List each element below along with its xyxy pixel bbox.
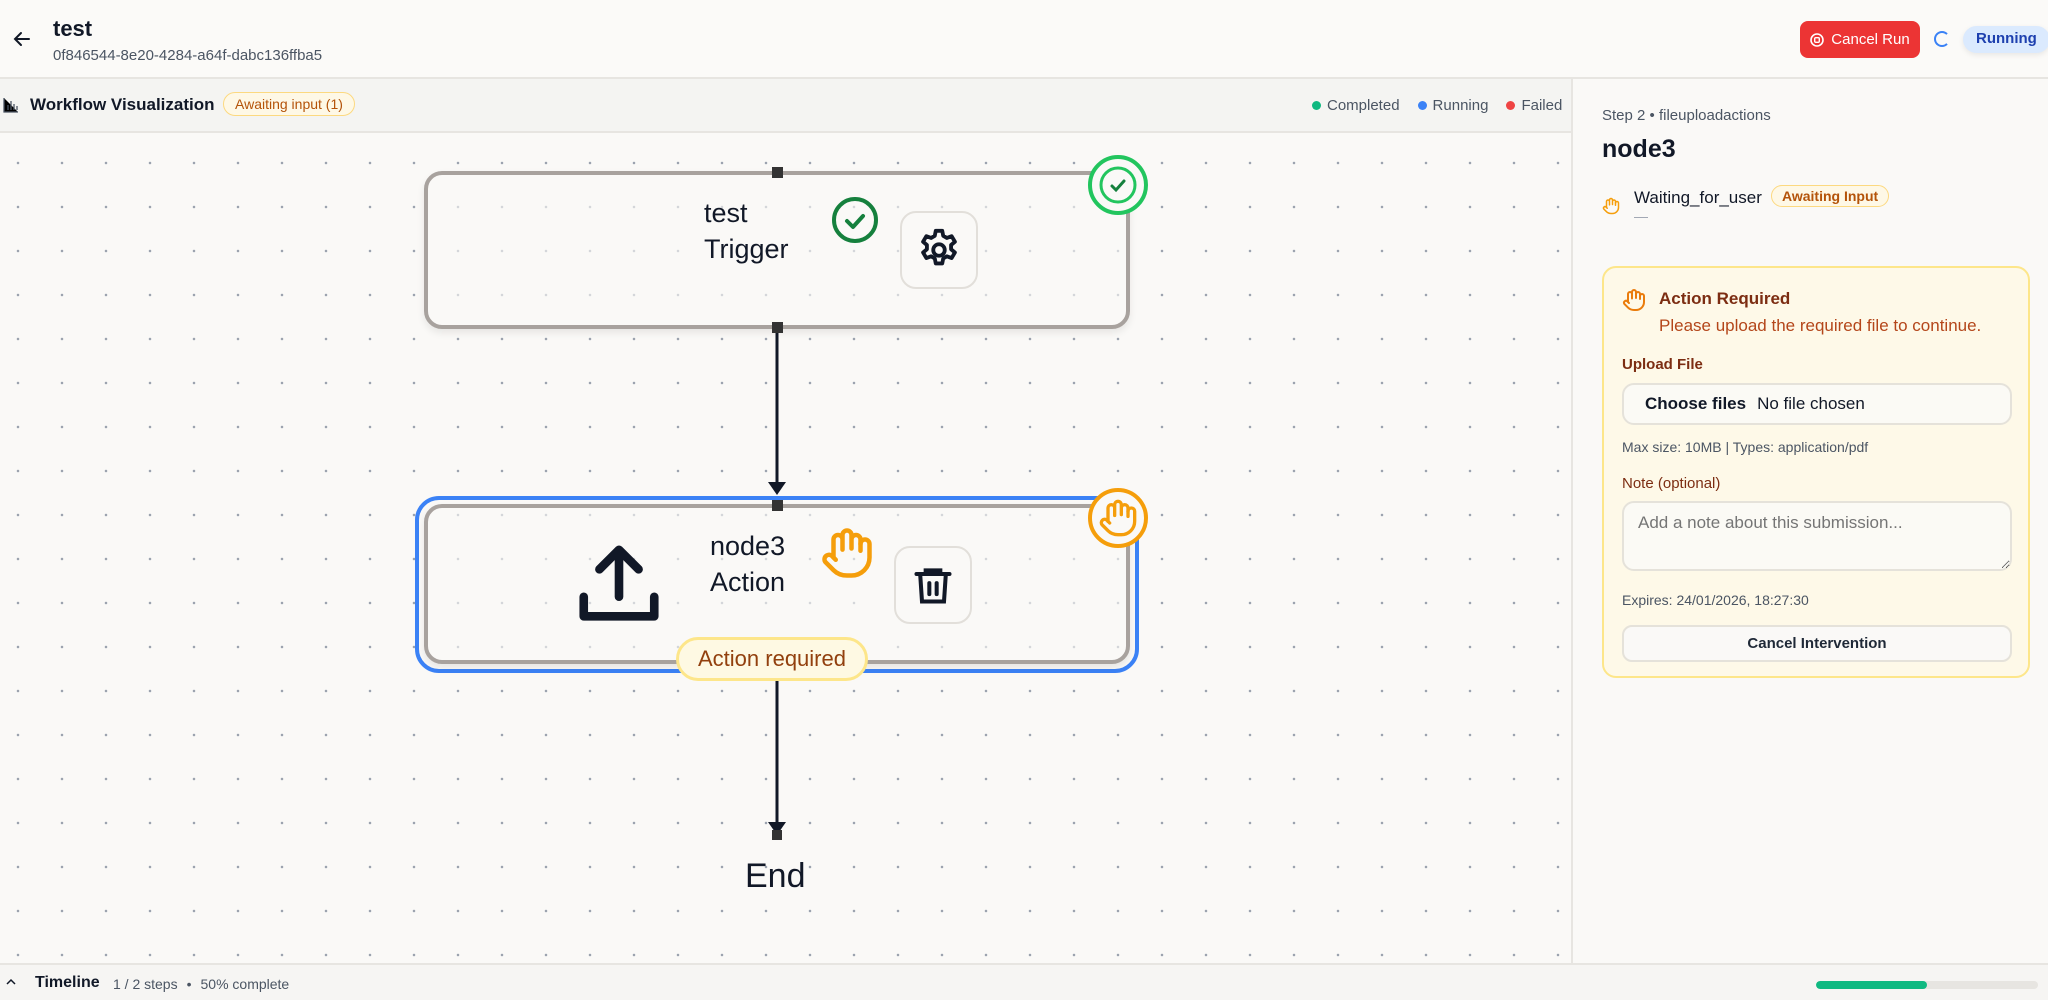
node-type: Trigger bbox=[704, 234, 789, 264]
cancel-intervention-button[interactable]: Cancel Intervention bbox=[1622, 625, 2012, 662]
legend-dot-icon bbox=[1312, 101, 1321, 110]
expires-text: Expires: 24/01/2026, 18:27:30 bbox=[1622, 592, 1809, 608]
action-required-badge: Action required bbox=[676, 637, 868, 681]
timeline-summary: 1 / 2 steps • 50% complete bbox=[113, 976, 289, 992]
node-name: node3 bbox=[710, 531, 786, 561]
separator: • bbox=[186, 976, 192, 992]
visualization-toolbar: Workflow Visualization Awaiting input (1… bbox=[0, 79, 1571, 133]
legend-completed: Completed bbox=[1312, 97, 1400, 114]
chevron-up-icon[interactable] bbox=[5, 977, 17, 987]
legend-dot-icon bbox=[1417, 101, 1427, 110]
input-handle[interactable] bbox=[772, 500, 783, 511]
toolbar-title: Workflow Visualization bbox=[30, 95, 215, 114]
timeline-title: Timeline bbox=[35, 974, 100, 991]
legend-running: Running bbox=[1417, 97, 1488, 114]
node-name: test bbox=[704, 198, 748, 228]
awaiting-input-badge: Awaiting Input bbox=[1771, 185, 1890, 207]
completed-status-icon bbox=[1088, 155, 1148, 215]
arrowhead-icon bbox=[768, 822, 786, 835]
file-input[interactable]: Choose files No file chosen bbox=[1622, 383, 2012, 425]
workflow-canvas[interactable]: test Trigger node3 Action Action require… bbox=[0, 133, 1571, 963]
end-label: End bbox=[745, 857, 806, 895]
stop-circle-icon bbox=[1810, 32, 1825, 47]
output-handle[interactable] bbox=[772, 322, 783, 333]
status-legend: Completed Running Failed bbox=[1312, 97, 1562, 114]
step-details-panel: Step 2 • fileuploadactions node3 Waiting… bbox=[1571, 79, 2048, 963]
hand-icon bbox=[1602, 197, 1620, 215]
step-state-detail: — bbox=[1634, 208, 1648, 224]
legend-dot-icon bbox=[1506, 101, 1516, 110]
hand-icon bbox=[1623, 289, 1645, 311]
node-node3-action[interactable]: node3 Action bbox=[424, 488, 1148, 664]
cancel-run-button[interactable]: Cancel Run bbox=[1800, 21, 1920, 58]
upload-icon bbox=[579, 545, 659, 621]
step-title: node3 bbox=[1602, 135, 1676, 163]
file-status: No file chosen bbox=[1757, 394, 1865, 413]
back-arrow-icon[interactable] bbox=[10, 27, 34, 51]
step-state: Waiting_for_user bbox=[1634, 188, 1762, 207]
node-test-trigger[interactable]: test Trigger bbox=[424, 155, 1148, 333]
timeline-complete: 50% complete bbox=[200, 976, 290, 992]
bar-chart-icon bbox=[3, 98, 18, 113]
card-title: Action Required bbox=[1659, 289, 1791, 308]
spinner-icon bbox=[1934, 31, 1950, 47]
run-id: 0f846544-8e20-4284-a64f-dabc136ffba5 bbox=[53, 47, 323, 64]
gear-icon bbox=[921, 228, 957, 266]
timeline-bar[interactable]: Timeline 1 / 2 steps • 50% complete bbox=[0, 963, 2048, 1000]
run-title: test bbox=[53, 16, 93, 41]
card-message: Please upload the required file to conti… bbox=[1659, 316, 1982, 335]
delete-node-button[interactable] bbox=[894, 546, 972, 624]
awaiting-status-icon bbox=[1088, 488, 1148, 548]
cancel-run-label: Cancel Run bbox=[1831, 31, 1910, 48]
progress-track bbox=[1816, 981, 2038, 989]
input-handle[interactable] bbox=[772, 167, 783, 178]
check-circle-icon bbox=[832, 197, 878, 243]
hand-icon bbox=[822, 528, 872, 578]
legend-failed: Failed bbox=[1506, 97, 1562, 114]
upload-label: Upload File bbox=[1622, 356, 1703, 373]
edges bbox=[768, 329, 786, 840]
trash-icon bbox=[914, 568, 952, 604]
node-settings-button[interactable] bbox=[900, 211, 978, 289]
header: test 0f846544-8e20-4284-a64f-dabc136ffba… bbox=[0, 0, 2048, 79]
action-required-card: Action Required Please upload the requir… bbox=[1602, 266, 2030, 678]
progress-fill bbox=[1816, 981, 1927, 989]
step-info: Step 2 • fileuploadactions bbox=[1602, 107, 1771, 124]
choose-files-button[interactable]: Choose files bbox=[1645, 394, 1747, 413]
end-handle bbox=[772, 830, 782, 840]
run-status-badge: Running bbox=[1963, 26, 2048, 53]
file-hint: Max size: 10MB | Types: application/pdf bbox=[1622, 439, 1869, 455]
note-textarea[interactable] bbox=[1622, 501, 2012, 571]
awaiting-input-badge: Awaiting input (1) bbox=[223, 92, 355, 116]
node-type: Action bbox=[710, 567, 786, 597]
note-label: Note (optional) bbox=[1622, 475, 1721, 492]
timeline-steps: 1 / 2 steps bbox=[113, 976, 178, 992]
arrowhead-icon bbox=[768, 482, 786, 495]
